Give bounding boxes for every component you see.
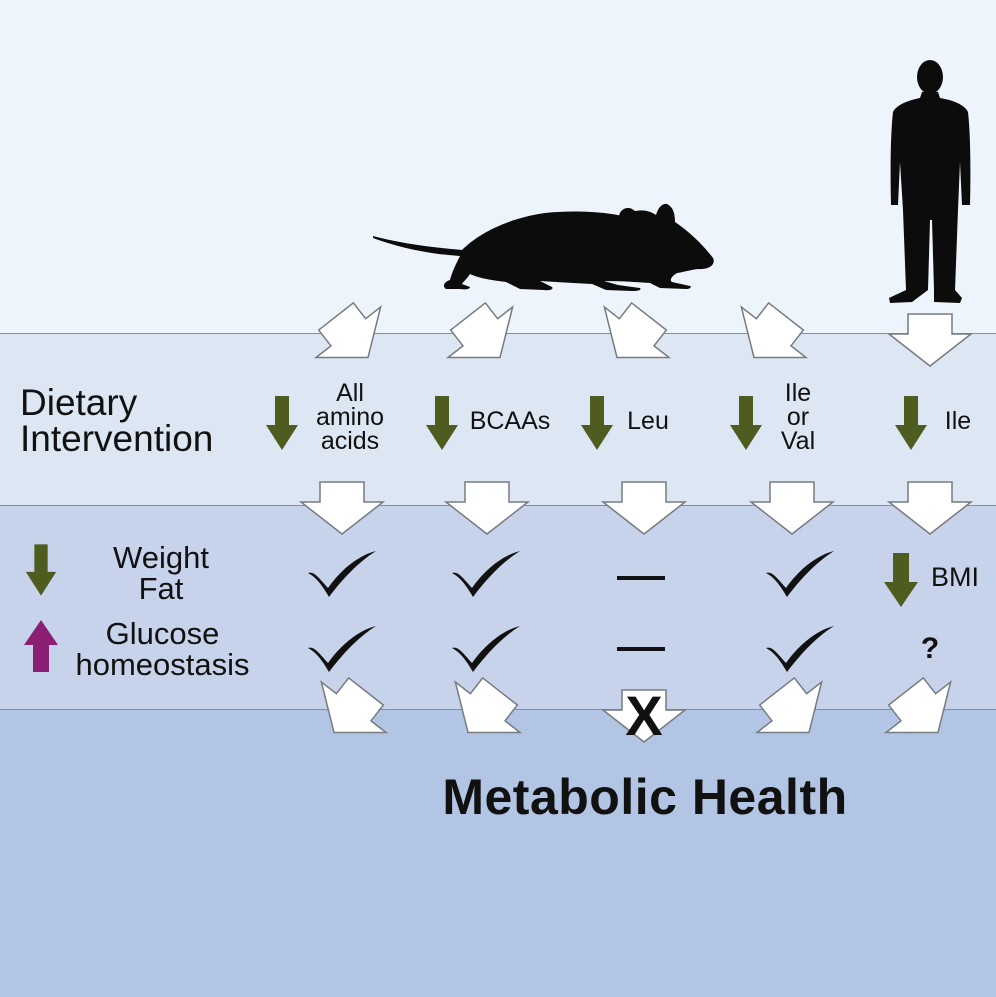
- input-arrows: [302, 290, 972, 384]
- effects-band: [0, 505, 996, 710]
- column-label-line: acids: [320, 427, 380, 455]
- row-label-line: Weight: [113, 540, 209, 575]
- row-label-line: homeostasis: [75, 647, 250, 682]
- row-label-line: Dietary: [20, 382, 138, 423]
- column-label-leu: Leu: [608, 407, 688, 435]
- row-label-line: Fat: [138, 571, 184, 606]
- column-label-line: amino: [315, 403, 385, 431]
- metabolic-health-title: Metabolic Health: [442, 769, 848, 825]
- leu-no-benefit-x: X: [625, 684, 663, 747]
- mouse-icon: [373, 203, 714, 291]
- column-label-line: BCAAs: [469, 407, 551, 435]
- weight-fat-label: Weight Fat: [96, 542, 226, 604]
- column-label-bcaas: BCAAs: [460, 407, 560, 435]
- column-label-line: Ile: [784, 379, 812, 407]
- column-label-ile-or-val: Ile or Val: [758, 379, 838, 455]
- column-label-line: or: [786, 403, 810, 431]
- column-label-line: Val: [780, 427, 816, 455]
- middle-arrows: [300, 481, 972, 535]
- metabolic-health-band: [0, 709, 996, 997]
- dietary-intervention-band: [0, 333, 996, 506]
- bmi-label: BMI: [930, 562, 979, 592]
- bmi-decrease-arrow-icon: [884, 553, 918, 607]
- row-label-line: Glucose: [105, 616, 220, 651]
- column-label-line: All: [336, 379, 364, 407]
- check-marks: [308, 551, 834, 672]
- glucose-homeostasis-label: Glucose homeostasis: [50, 618, 275, 680]
- column-label-line: Ile: [944, 407, 972, 435]
- no-effect-dashes: [617, 576, 665, 651]
- column-label-ile: Ile: [928, 407, 988, 435]
- row-label-line: Intervention: [20, 418, 214, 459]
- column-label-all-amino-acids: All amino acids: [300, 379, 400, 455]
- glucose-increase-arrow-icon: [24, 620, 58, 672]
- column-label-line: Leu: [627, 407, 669, 435]
- weight-decrease-arrow-icon: [25, 544, 57, 596]
- human-icon: [889, 60, 971, 303]
- unknown-effect-mark: ?: [920, 632, 940, 665]
- dietary-intervention-label: Dietary Intervention: [20, 382, 214, 459]
